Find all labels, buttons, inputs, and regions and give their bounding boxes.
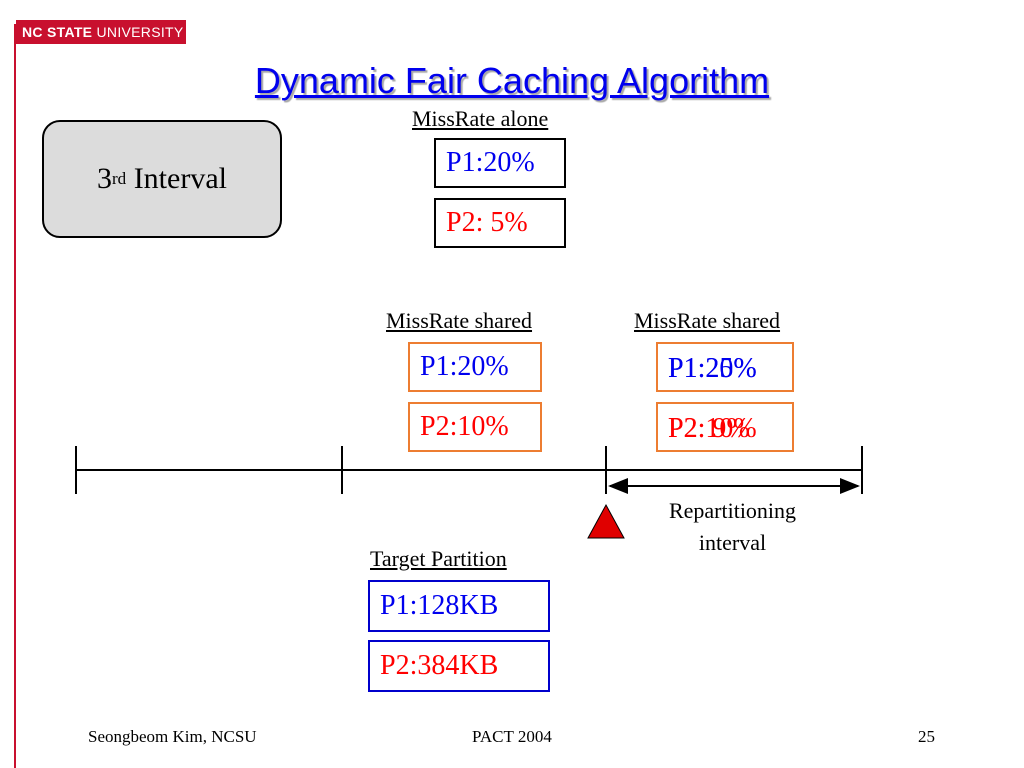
target-p1-box: P1:128KB [368, 580, 550, 632]
alone-p2-box: P2: 5% [434, 198, 566, 248]
shared2-p2-prev-value: P2:10% [668, 413, 757, 444]
missrate-alone-label: MissRate alone [412, 106, 549, 131]
current-position-marker-icon [587, 503, 625, 539]
repartition-label: Repartitioning interval [640, 495, 825, 559]
shared2-p2-new-value: P2: 9% [668, 413, 750, 444]
target-p1-value: P1:128KB [380, 590, 499, 621]
logo-light-text: UNIVERSITY [92, 24, 184, 40]
left-accent-line [14, 24, 16, 768]
university-logo: NC STATE UNIVERSITY [16, 20, 186, 44]
target-partition-label: Target Partition [370, 546, 507, 571]
shared1-p1-box: P1:20% [408, 342, 542, 392]
shared2-p2-box: P2:10% P2: 9% [656, 402, 794, 452]
interval-label: Interval [126, 162, 227, 195]
repartition-line-2: interval [698, 530, 767, 555]
shared1-p1-value: P1:20% [420, 351, 509, 382]
slide-title: Dynamic Fair Caching Algorithm [254, 60, 770, 101]
logo-bold-text: NC STATE [22, 24, 93, 40]
missrate-shared-label-1: MissRate shared [386, 308, 533, 333]
shared2-p1-box: P1:20% P1:25% [656, 342, 794, 392]
alone-p1-value: P1:20% [446, 147, 535, 178]
missrate-shared-label-2: MissRate shared [634, 308, 781, 333]
repartition-line-1: Repartitioning [668, 498, 797, 523]
shared1-p2-value: P2:10% [420, 411, 509, 442]
interval-number: 3 [97, 162, 113, 195]
alone-p1-box: P1:20% [434, 138, 566, 188]
footer-page-number: 25 [918, 727, 935, 746]
footer-venue: PACT 2004 [472, 727, 552, 746]
shared2-p1-new-value: P1:25% [668, 353, 757, 384]
target-p2-box: P2:384KB [368, 640, 550, 692]
shared2-p1-prev-value: P1:20% [668, 353, 757, 384]
shared1-p2-box: P2:10% [408, 402, 542, 452]
alone-p2-value: P2: 5% [446, 207, 528, 238]
target-p2-value: P2:384KB [380, 650, 499, 681]
footer-author: Seongbeom Kim, NCSU [88, 727, 257, 746]
